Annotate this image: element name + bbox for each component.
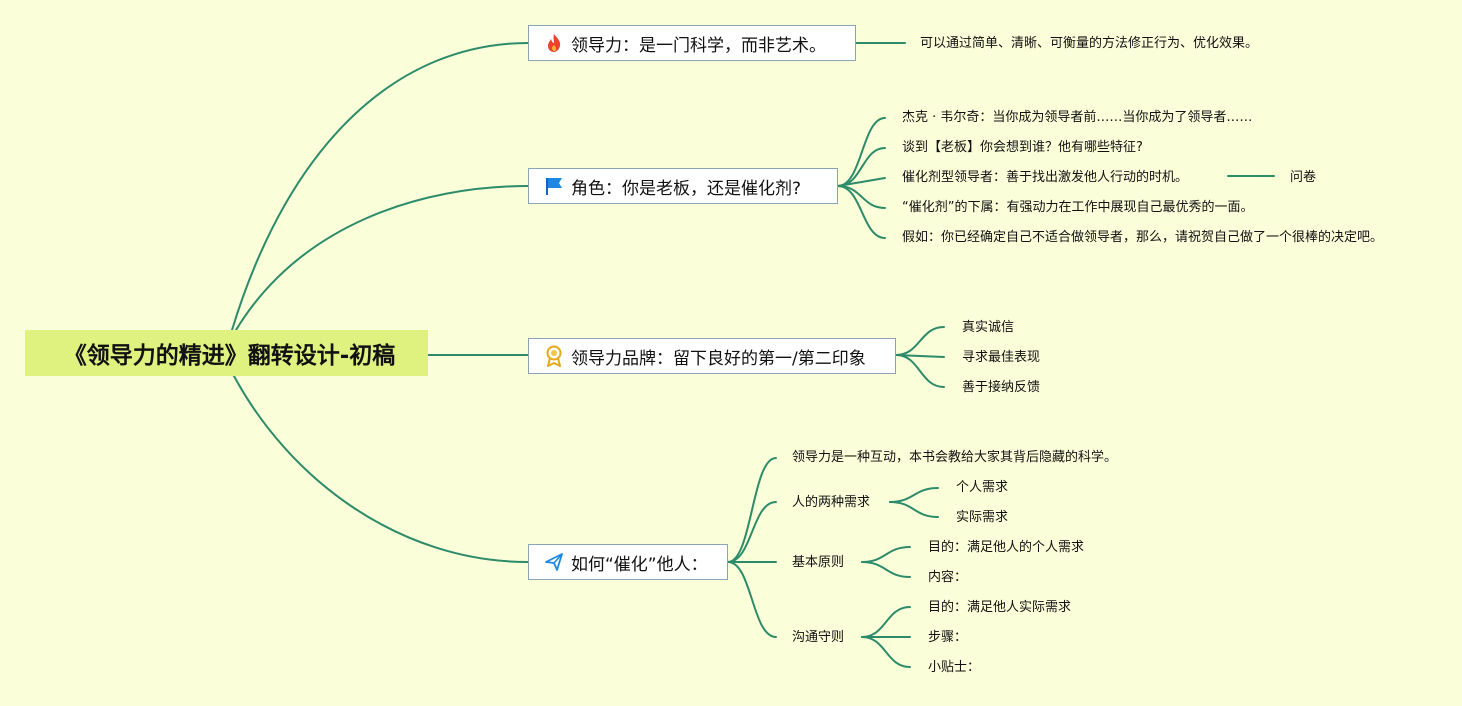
subtopic[interactable]: 假如：你已经确定自己不适合做领导者，那么，请祝贺自己做了一个很棒的决定吧。: [902, 230, 1384, 245]
subtopic[interactable]: 谈到【老板】你会想到谁？他有哪些特征?: [902, 140, 1143, 155]
topic-leadership-brand[interactable]: 领导力品牌：留下良好的第一/第二印象: [528, 338, 896, 374]
subtopic[interactable]: 催化剂型领导者：善于找出激发他人行动的时机。: [902, 170, 1189, 185]
subtopic[interactable]: 杰克 · 韦尔奇：当你成为领导者前……当你成为了领导者……: [902, 110, 1253, 125]
flag-icon: [543, 175, 565, 197]
subtopic[interactable]: 个人需求: [956, 480, 1009, 495]
subtopic[interactable]: 步骤：: [928, 630, 968, 645]
subtopic[interactable]: 人的两种需求: [792, 495, 871, 510]
central-topic-label: 《领导力的精进》翻转设计-初稿: [63, 343, 396, 369]
central-topic[interactable]: 《领导力的精进》翻转设计-初稿: [25, 330, 428, 376]
subtopic[interactable]: 沟通守则: [792, 630, 845, 645]
topic-label: 角色：你是老板，还是催化剂?: [571, 178, 802, 199]
subtopic[interactable]: 领导力是一种互动，本书会教给大家其背后隐藏的科学。: [792, 450, 1118, 465]
topic-role[interactable]: 角色：你是老板，还是催化剂?: [528, 168, 838, 204]
subtopic[interactable]: 基本原则: [792, 555, 845, 570]
topic-label: 领导力品牌：留下良好的第一/第二印象: [571, 348, 866, 369]
award-icon: [543, 345, 565, 367]
subtopic[interactable]: 小贴士：: [928, 660, 981, 675]
topic-catalyze-others[interactable]: 如何“催化”他人：: [528, 544, 728, 580]
topic-leadership-science[interactable]: 领导力：是一门科学，而非艺术。: [528, 25, 856, 61]
topic-label: 如何“催化”他人：: [571, 554, 708, 575]
subtopic[interactable]: 真实诚信: [962, 320, 1015, 335]
subtopic[interactable]: 可以通过简单、清晰、可衡量的方法修正行为、优化效果。: [920, 36, 1259, 51]
topic-label: 领导力：是一门科学，而非艺术。: [571, 35, 826, 56]
fire-icon: [543, 32, 565, 54]
subtopic[interactable]: 目的：满足他人实际需求: [928, 600, 1072, 615]
subtopic[interactable]: “催化剂”的下属：有强动力在工作中展现自己最优秀的一面。: [902, 200, 1254, 215]
subtopic[interactable]: 善于接纳反馈: [962, 380, 1041, 395]
subtopic[interactable]: 问卷: [1290, 170, 1317, 185]
subtopic[interactable]: 内容：: [928, 570, 968, 585]
subtopic[interactable]: 实际需求: [956, 510, 1009, 525]
subtopic[interactable]: 目的：满足他人的个人需求: [928, 540, 1085, 555]
subtopic[interactable]: 寻求最佳表现: [962, 350, 1041, 365]
paper-plane-icon: [543, 551, 565, 573]
